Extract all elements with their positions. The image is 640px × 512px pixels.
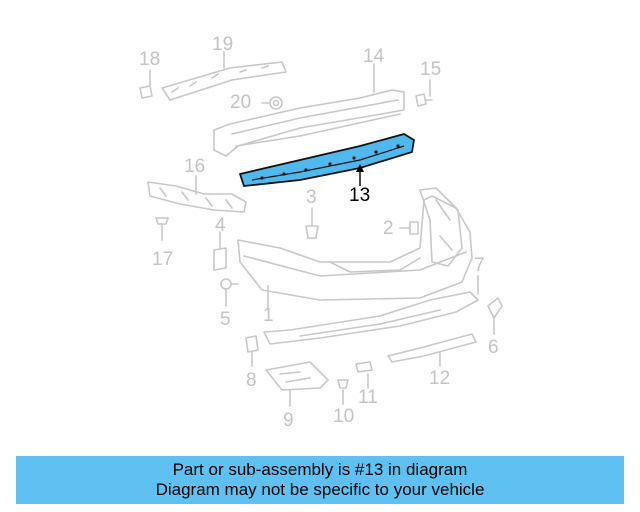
part-5-bolt[interactable] xyxy=(220,278,239,307)
part-16-bracket[interactable] xyxy=(147,175,247,213)
callout-9[interactable]: 9 xyxy=(283,410,294,431)
callout-7[interactable]: 7 xyxy=(474,255,485,276)
part-7-lower-cover[interactable] xyxy=(263,275,479,345)
callout-2[interactable]: 2 xyxy=(383,218,394,239)
part-8-bracket[interactable] xyxy=(245,335,259,367)
part-19-bracket[interactable] xyxy=(161,51,287,101)
part-6-clip[interactable] xyxy=(487,297,503,335)
part-12-molding[interactable] xyxy=(387,333,477,367)
part-2-clip[interactable] xyxy=(399,221,419,235)
callout-1[interactable]: 1 xyxy=(263,305,274,326)
callout-5[interactable]: 5 xyxy=(220,309,231,330)
part-10-clip[interactable] xyxy=(337,379,349,405)
part-9-lower-bracket[interactable] xyxy=(265,361,329,407)
part-15-bolt[interactable] xyxy=(415,79,433,107)
callout-12[interactable]: 12 xyxy=(429,368,451,389)
callout-18[interactable]: 18 xyxy=(139,49,161,70)
part-17-screw[interactable] xyxy=(155,217,169,241)
callout-17[interactable]: 17 xyxy=(152,249,174,270)
callout-8[interactable]: 8 xyxy=(246,370,257,391)
callout-4[interactable]: 4 xyxy=(215,215,226,236)
callout-6[interactable]: 6 xyxy=(488,337,499,358)
callout-11[interactable]: 11 xyxy=(358,387,378,408)
banner-line-1: Part or sub-assembly is #13 in diagram xyxy=(172,460,468,479)
part-14-reinforcement[interactable] xyxy=(213,63,405,157)
part-1-bumper-cover[interactable] xyxy=(237,195,473,311)
callout-10[interactable]: 10 xyxy=(333,406,355,427)
callout-20[interactable]: 20 xyxy=(230,92,252,113)
info-banner: Part or sub-assembly is #13 in diagram D… xyxy=(16,456,624,504)
part-18-clip[interactable] xyxy=(139,69,153,99)
banner-line-2: Diagram may not be specific to your vehi… xyxy=(155,480,485,499)
callout-15[interactable]: 15 xyxy=(420,59,442,80)
parts-diagram xyxy=(139,51,503,407)
part-20-nut[interactable] xyxy=(261,96,283,110)
part-3-fastener[interactable] xyxy=(305,207,319,239)
callout-3[interactable]: 3 xyxy=(306,187,317,208)
part-4-retainer[interactable] xyxy=(213,231,227,271)
callout-16[interactable]: 16 xyxy=(184,156,206,177)
callout-13[interactable]: 13 xyxy=(349,185,371,206)
part-13-absorber-highlighted[interactable] xyxy=(239,133,415,187)
part-11-nut[interactable] xyxy=(355,361,373,389)
callout-19[interactable]: 19 xyxy=(212,34,234,55)
callout-14[interactable]: 14 xyxy=(363,46,385,67)
